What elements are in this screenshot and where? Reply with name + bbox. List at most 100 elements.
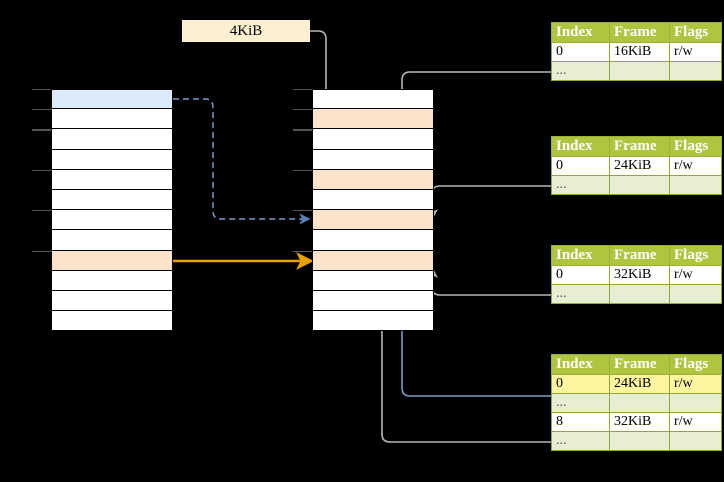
column-header-flags: Flags [669,245,722,266]
memory-cell [312,169,434,190]
table-cell: 24KiB [609,374,670,394]
memory-cell [51,230,173,251]
memory-cell [51,311,173,332]
table-cell: r/w [669,265,722,285]
table-cell: 8 [551,412,610,432]
memory-cell [51,89,173,110]
table-cell: 24KiB [609,156,670,176]
memory-cell [51,270,173,291]
column-header-frame: Frame [609,22,670,43]
row-tick-mark [32,129,51,131]
table-cell: 0 [551,265,610,285]
column-header-flags: Flags [669,22,722,43]
table-cell [609,175,670,195]
table-row-ellipsis: ... [551,284,722,304]
table-cell [609,284,670,304]
table-row-ellipsis: ... [551,175,722,195]
table-cell [609,393,670,413]
column-header-frame: Frame [609,354,670,375]
memory-cell [312,189,434,211]
table-row-ellipsis: ... [551,393,722,413]
physical-memory-stack [312,89,434,332]
memory-cell [51,210,173,231]
table-cell: r/w [669,42,722,62]
column-header-index: Index [551,245,610,266]
table-cell: 0 [551,374,610,394]
table-cell: ... [551,431,610,451]
table-cell [669,284,722,304]
column-header-frame: Frame [609,245,670,266]
column-header-index: Index [551,136,610,157]
row-tick-mark [32,169,51,172]
memory-cell [51,129,173,150]
memory-cell [312,149,434,170]
table-cell: ... [551,284,610,304]
memory-cell [51,169,173,190]
table-cell [609,431,670,451]
row-tick-mark [293,250,312,252]
table-cell [669,175,722,195]
row-tick-mark [32,109,51,111]
column-header-flags: Flags [669,136,722,157]
row-tick-mark [293,109,312,111]
memory-cell [312,109,434,130]
table-cell: 32KiB [609,412,670,432]
memory-cell [51,250,173,271]
column-header-index: Index [551,354,610,375]
table-row-ellipsis: ... [551,431,722,451]
table-cell: ... [551,61,610,81]
memory-cell [312,270,434,291]
table-cell: ... [551,175,610,195]
memory-cell [312,290,434,312]
memory-cell [312,129,434,150]
row-tick-mark [293,89,312,91]
table-cell: r/w [669,374,722,394]
size-label: 4KiB [182,20,310,42]
table-cell [669,431,722,451]
row-tick-mark [32,210,51,212]
column-header-index: Index [551,22,610,43]
table-cell: 32KiB [609,265,670,285]
table-cell: r/w [669,412,722,432]
table-cell: r/w [669,156,722,176]
row-tick-mark [293,129,312,131]
table-cell: 0 [551,42,610,62]
table-cell: ... [551,393,610,413]
memory-cell [312,230,434,251]
table-cell [609,61,670,81]
row-tick-mark [293,169,312,172]
memory-cell [51,149,173,170]
table-row-ellipsis: ... [551,61,722,81]
table-cell [669,61,722,81]
column-header-flags: Flags [669,354,722,375]
table-cell [669,393,722,413]
memory-cell [312,250,434,271]
memory-cell [312,210,434,231]
table-cell: 0 [551,156,610,176]
row-tick-mark [293,210,312,212]
virtual-address-space-stack [51,89,173,332]
memory-cell [312,311,434,332]
wire-level3-to-frame [426,266,551,296]
row-tick-mark [32,89,51,91]
row-tick-mark [32,250,51,252]
memory-cell [51,109,173,130]
memory-cell [51,189,173,211]
memory-cell [312,89,434,110]
column-header-frame: Frame [609,136,670,157]
table-cell: 16KiB [609,42,670,62]
